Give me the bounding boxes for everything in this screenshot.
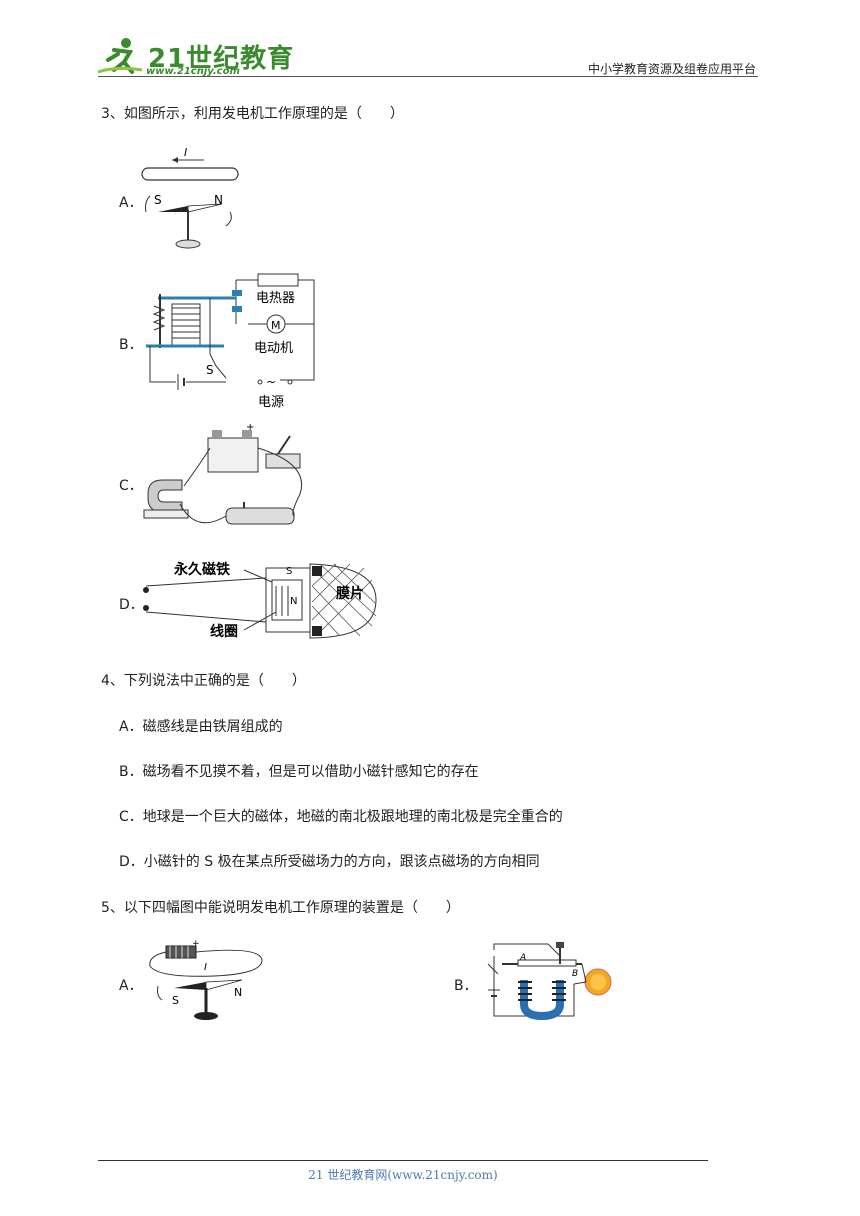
q3-option-b-label: B． (119, 337, 143, 353)
logo-text: 21世纪教育 (148, 44, 295, 74)
q3-figure-a-compass-wire: I S N (141, 146, 239, 249)
runner-logo-icon (97, 38, 143, 74)
svg-text:电动机: 电动机 (254, 341, 293, 356)
logo (96, 36, 146, 76)
svg-text:B: B (572, 969, 578, 979)
svg-text:N: N (290, 596, 297, 607)
q5-figure-a-solenoid-compass: + I S N (149, 939, 263, 1020)
q3-figure-c-electromagnet-circuit: + (143, 424, 302, 525)
svg-text:膜片: 膜片 (336, 585, 364, 602)
q4-option-c: C．地球是一个巨大的磁体，地磁的南北极跟地理的南北极是完全重合的 (119, 809, 563, 825)
svg-text:A: A (519, 953, 526, 963)
svg-text:M: M (271, 319, 281, 332)
logo-url: www.21cnjy.com (146, 66, 240, 77)
svg-text:S: S (286, 566, 292, 577)
q5-figure-b-electromagnetic-relay: A B (487, 942, 612, 1021)
q3-option-a-label: A． (119, 195, 143, 211)
q5-option-a-label: A． (119, 978, 143, 994)
svg-text:S: S (206, 363, 214, 377)
svg-text:I: I (184, 146, 187, 159)
question-4-stem: 4、下列说法中正确的是（ ） (101, 673, 306, 689)
q5-option-b-label: B． (454, 978, 478, 994)
q4-option-a: A．磁感线是由铁屑组成的 (119, 719, 283, 735)
svg-text:I: I (204, 962, 207, 973)
q3-figure-b-relay-circuit: 电热器 M 电动机 S ~ 电源 (146, 273, 315, 410)
svg-text:N: N (214, 193, 223, 207)
header-platform-title: 中小学教育资源及组卷应用平台 (587, 62, 756, 76)
svg-text:S: S (154, 193, 162, 207)
svg-text:电源: 电源 (258, 395, 284, 410)
q4-option-d: D．小磁针的 S 极在某点所受磁场力的方向，跟该点磁场的方向相同 (119, 854, 540, 870)
svg-text:N: N (234, 986, 242, 999)
header-divider (98, 76, 758, 77)
svg-text:~: ~ (266, 375, 276, 389)
footer-divider (98, 1160, 708, 1161)
question-3-stem: 3、如图所示，利用发电机工作原理的是（ ） (101, 106, 404, 122)
q3-option-d-label: D． (119, 597, 144, 613)
svg-text:永久磁铁: 永久磁铁 (173, 561, 230, 578)
q4-option-b: B．磁场看不见摸不着，但是可以借助小磁针感知它的存在 (119, 764, 479, 780)
svg-text:线圈: 线圈 (210, 623, 238, 640)
footer-text: 21 世纪教育网(www.21cnjy.com) (308, 1168, 498, 1182)
svg-text:电热器: 电热器 (256, 291, 295, 306)
q3-figure-d-dynamic-microphone: S N 永久磁铁 膜片 线圈 (143, 561, 377, 640)
question-5-stem: 5、以下四幅图中能说明发电机工作原理的装置是（ ） (101, 900, 460, 916)
svg-text:S: S (172, 994, 179, 1007)
svg-text:+: + (192, 939, 200, 949)
svg-text:+: + (246, 424, 254, 433)
q3-option-c-label: C． (119, 478, 143, 494)
